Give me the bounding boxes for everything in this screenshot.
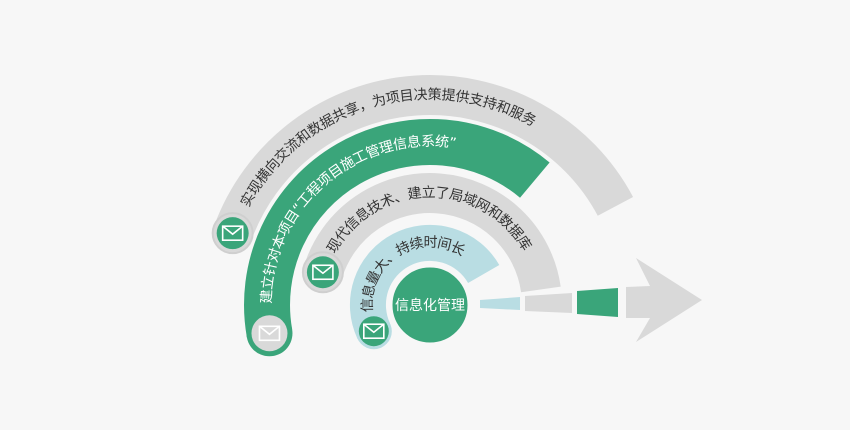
arrow-segment-lightblue <box>480 297 520 310</box>
band-lightblue <box>349 224 500 339</box>
band-green <box>244 118 550 338</box>
band-inner-gray <box>303 173 561 293</box>
envelope-cap-3 <box>301 251 344 294</box>
center-circle <box>389 264 471 346</box>
center-label: 信息化管理 <box>395 297 465 314</box>
arrow-segment-green <box>577 288 618 317</box>
arrow-head <box>626 258 702 342</box>
envelope-cap-1 <box>211 212 254 255</box>
arrow-segment-gray <box>525 293 572 313</box>
envelope-cap-2 <box>246 310 293 357</box>
envelope-cap-4 <box>355 313 392 350</box>
band-outer-gray <box>213 75 634 241</box>
